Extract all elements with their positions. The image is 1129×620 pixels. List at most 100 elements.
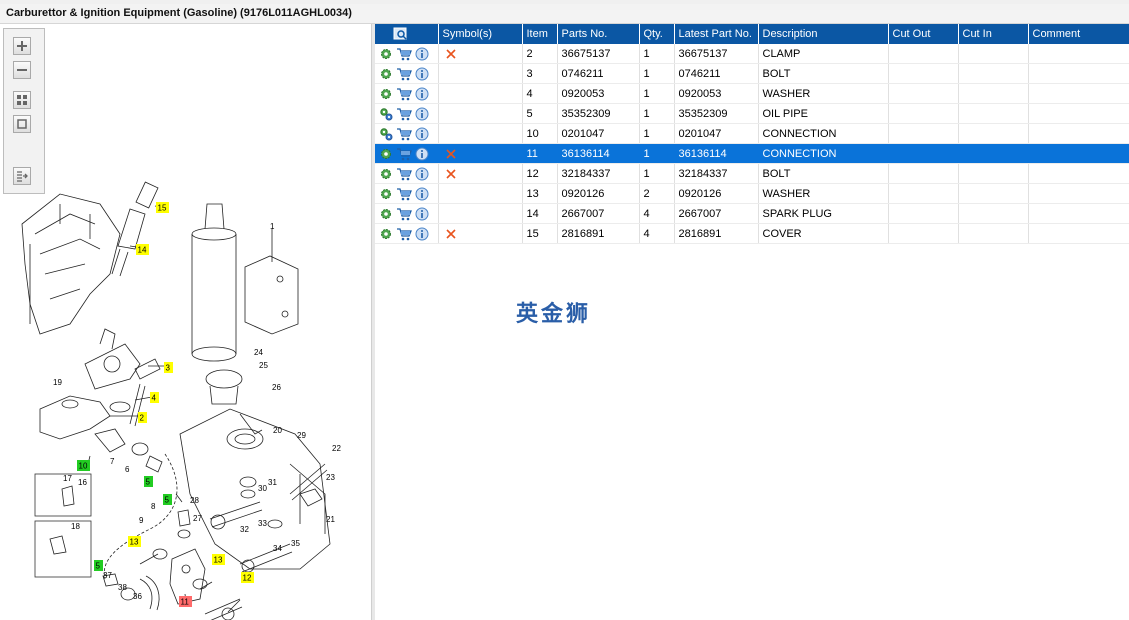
- cell-parts-no[interactable]: 36675137: [557, 44, 640, 64]
- cell-cut-out[interactable]: [888, 83, 959, 104]
- cell-latest-part-no[interactable]: 36136114: [674, 143, 759, 164]
- cell-cut-in[interactable]: [958, 143, 1029, 164]
- zoom-in-button[interactable]: [13, 37, 31, 55]
- info-icon[interactable]: [415, 67, 429, 81]
- pane-splitter[interactable]: [371, 24, 375, 620]
- cell-latest-part-no[interactable]: 0201047: [674, 123, 759, 144]
- delete-x-icon[interactable]: [445, 168, 457, 180]
- row-action-icons[interactable]: [375, 83, 439, 104]
- gear-icon[interactable]: [379, 207, 393, 221]
- cell-description[interactable]: SPARK PLUG: [758, 203, 889, 224]
- cell-latest-part-no[interactable]: 32184337: [674, 163, 759, 184]
- row-action-icons[interactable]: [375, 63, 439, 84]
- cell-symbol[interactable]: [438, 83, 523, 104]
- column-header-comment[interactable]: Comment: [1028, 24, 1129, 44]
- gear-icon[interactable]: [379, 147, 393, 161]
- cell-cut-out[interactable]: [888, 183, 959, 204]
- callout-yellow-box[interactable]: [241, 572, 254, 583]
- callout-yellow-box[interactable]: [212, 554, 225, 565]
- cell-comment[interactable]: [1028, 63, 1129, 84]
- callout-label[interactable]: 10: [79, 462, 88, 471]
- callout-label[interactable]: 11: [181, 598, 190, 607]
- cell-comment[interactable]: [1028, 123, 1129, 144]
- cell-symbol[interactable]: [438, 103, 523, 124]
- gear-icon[interactable]: [379, 87, 393, 101]
- cell-cut-out[interactable]: [888, 203, 959, 224]
- cell-item[interactable]: 13: [522, 183, 558, 204]
- cell-item[interactable]: 3: [522, 63, 558, 84]
- cell-description[interactable]: BOLT: [758, 163, 889, 184]
- callout-label[interactable]: 12: [243, 574, 252, 583]
- callout-yellow-box[interactable]: [138, 412, 147, 423]
- cell-qty[interactable]: 4: [639, 203, 675, 224]
- callout-red-box[interactable]: [179, 596, 192, 607]
- cell-cut-out[interactable]: [888, 63, 959, 84]
- gear-icon[interactable]: [379, 227, 393, 241]
- info-icon[interactable]: [415, 167, 429, 181]
- delete-x-icon[interactable]: [445, 148, 457, 160]
- cell-comment[interactable]: [1028, 83, 1129, 104]
- cell-qty[interactable]: 1: [639, 103, 675, 124]
- callout-yellow-box[interactable]: [128, 536, 141, 547]
- cart-icon[interactable]: [396, 87, 413, 101]
- cell-comment[interactable]: [1028, 203, 1129, 224]
- info-icon[interactable]: [415, 127, 429, 141]
- info-icon[interactable]: [415, 47, 429, 61]
- gears-icon[interactable]: [379, 127, 393, 141]
- cell-cut-out[interactable]: [888, 44, 959, 64]
- callout-label[interactable]: 15: [158, 204, 167, 213]
- cell-symbol[interactable]: [438, 163, 523, 184]
- cell-description[interactable]: CONNECTION: [758, 123, 889, 144]
- cell-symbol[interactable]: [438, 223, 523, 244]
- cell-comment[interactable]: [1028, 103, 1129, 124]
- callout-green-box[interactable]: [163, 494, 172, 505]
- cell-symbol[interactable]: [438, 143, 523, 164]
- info-icon[interactable]: [415, 207, 429, 221]
- callout-yellow-box[interactable]: [164, 362, 173, 373]
- cell-latest-part-no[interactable]: 2816891: [674, 223, 759, 244]
- column-header-cut-in[interactable]: Cut In: [958, 24, 1029, 44]
- callout-label[interactable]: 4: [152, 394, 157, 403]
- cell-parts-no[interactable]: 32184337: [557, 163, 640, 184]
- cell-parts-no[interactable]: 0920053: [557, 83, 640, 104]
- callout-yellow-box[interactable]: [150, 392, 159, 403]
- fit-window-button[interactable]: [13, 115, 31, 133]
- cell-comment[interactable]: [1028, 143, 1129, 164]
- cell-comment[interactable]: [1028, 44, 1129, 64]
- row-action-icons[interactable]: [375, 143, 439, 164]
- cell-cut-in[interactable]: [958, 44, 1029, 64]
- cell-cut-in[interactable]: [958, 63, 1029, 84]
- cell-qty[interactable]: 1: [639, 143, 675, 164]
- cell-qty[interactable]: 4: [639, 223, 675, 244]
- row-action-icons[interactable]: [375, 183, 439, 204]
- zoom-out-button[interactable]: [13, 61, 31, 79]
- delete-x-icon[interactable]: [445, 228, 457, 240]
- cell-item[interactable]: 11: [522, 143, 558, 164]
- info-icon[interactable]: [415, 227, 429, 241]
- cell-latest-part-no[interactable]: 0920126: [674, 183, 759, 204]
- cell-symbol[interactable]: [438, 63, 523, 84]
- callout-label[interactable]: 5: [96, 562, 101, 571]
- cell-qty[interactable]: 1: [639, 44, 675, 64]
- column-header-latest-part-no[interactable]: Latest Part No.: [674, 24, 759, 44]
- cell-latest-part-no[interactable]: 0920053: [674, 83, 759, 104]
- cell-item[interactable]: 10: [522, 123, 558, 144]
- callout-label[interactable]: 13: [214, 556, 223, 565]
- cell-comment[interactable]: [1028, 183, 1129, 204]
- cell-parts-no[interactable]: 2816891: [557, 223, 640, 244]
- row-action-icons[interactable]: [375, 103, 439, 124]
- callout-label[interactable]: 5: [146, 478, 151, 487]
- cell-item[interactable]: 2: [522, 44, 558, 64]
- cell-cut-in[interactable]: [958, 103, 1029, 124]
- column-header-item[interactable]: Item: [522, 24, 558, 44]
